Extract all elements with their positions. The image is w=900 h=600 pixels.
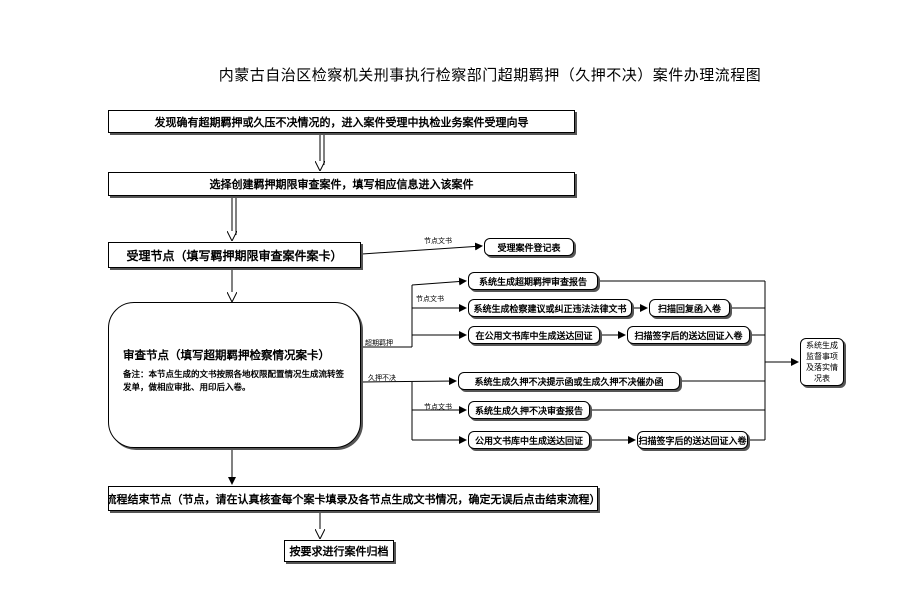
node-start: 发现确有超期羁押或久压不决情况的，进入案件受理中执检业务案件受理向导 (108, 110, 575, 133)
label-overdue: 超期羁押 (365, 339, 393, 347)
node-public-receipt-1: 在公用文书库中生成送达回证 (468, 326, 600, 344)
node-scan-receipt-1: 扫描签字后的送达回证入卷 (627, 326, 750, 344)
label-node-doc-3: 节点文书 (424, 403, 452, 411)
node-scan-reply: 扫描回复函入卷 (649, 299, 730, 317)
node-system-summary: 系统生成监督事项及落实情况表 (800, 338, 844, 386)
node-scan-receipt-2: 扫描签字后的送达回证入卷 (637, 431, 748, 449)
node-end: 流程结束节点（节点，请在认真核查每个案卡填录及各节点生成文书情况，确定无误后点击… (108, 486, 598, 511)
page-title: 内蒙古自治区检察机关刑事执行检察部门超期羁押（久押不决）案件办理流程图 (218, 66, 762, 84)
label-long-pending: 久押不决 (368, 374, 396, 382)
node-accept: 受理节点（填写羁押期限审查案件案卡） (108, 242, 361, 268)
node-gen-report: 系统生成超期羁押审查报告 (468, 272, 598, 290)
node-gen-long-report: 系统生成久押不决审查报告 (468, 401, 590, 419)
node-gen-notice: 系统生成久押不决提示函或生成久押不决催办函 (458, 372, 680, 390)
arrow-review-longpending (361, 377, 457, 386)
label-node-doc-2: 节点文书 (416, 295, 444, 303)
node-accept-register: 受理案件登记表 (484, 238, 574, 256)
arrow-accept-register (361, 242, 483, 255)
node-review: 审查节点（填写超期羁押检察情况案卡） 备注：本节点生成的文书按照各地权限配置情况… (108, 302, 361, 448)
review-note: 备注：本节点生成的文书按照各地权限配置情况生成流转签发单，做相应审批、用印后入卷… (123, 370, 345, 393)
review-title: 审查节点（填写超期羁押检察情况案卡） (123, 348, 330, 362)
node-public-receipt-2: 公用文书库中生成送达回证 (468, 431, 590, 449)
node-gen-correction: 系统生成检察建议或纠正违法法律文书 (468, 299, 632, 317)
node-create-case: 选择创建羁押期限审查案件，填写相应信息进入该案件 (108, 172, 575, 196)
label-node-doc-1: 节点文书 (424, 237, 452, 245)
node-archive: 按要求进行案件归档 (284, 540, 394, 562)
